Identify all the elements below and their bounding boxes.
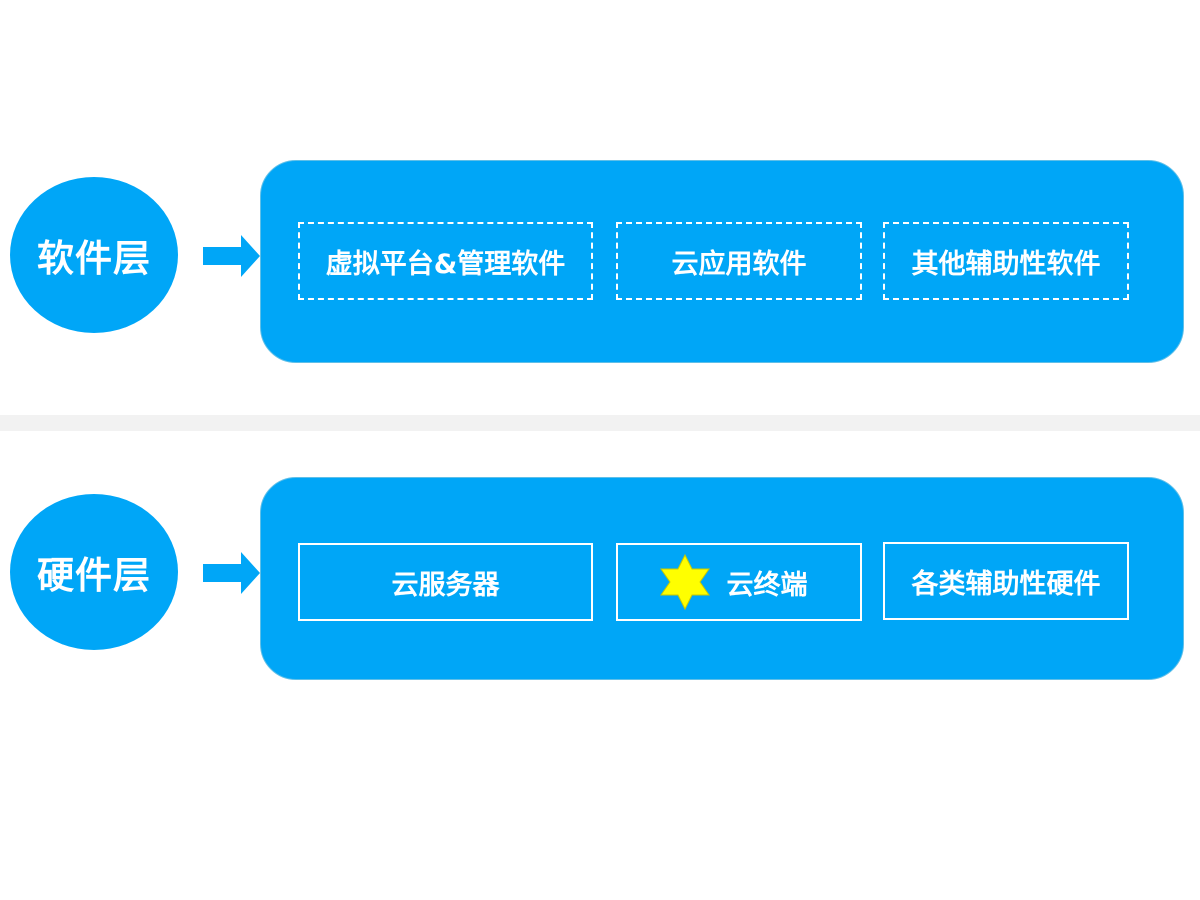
star-icon (659, 553, 710, 611)
hardware-layer-label: 硬件层 (10, 494, 178, 650)
layer-divider (0, 415, 1200, 431)
software-item: 虚拟平台&管理软件 (298, 222, 593, 300)
hardware-item-label: 云终端 (726, 569, 808, 601)
arrow-right-icon (203, 235, 260, 277)
software-item-label: 虚拟平台&管理软件 (325, 248, 566, 280)
software-layer: 软件层 虚拟平台&管理软件 云应用软件 其他辅助性软件 (0, 160, 1200, 365)
hardware-item-label: 各类辅助性硬件 (911, 568, 1101, 600)
hardware-panel: 云服务器 云终端 各类辅助性硬件 (260, 477, 1184, 680)
arrow-right-icon (203, 552, 260, 594)
software-panel: 虚拟平台&管理软件 云应用软件 其他辅助性软件 (260, 160, 1184, 363)
hardware-item: 云服务器 (298, 543, 593, 621)
hardware-item: 云终端 (616, 543, 862, 621)
software-item-label: 其他辅助性软件 (911, 248, 1101, 280)
software-item: 云应用软件 (616, 222, 862, 300)
software-item: 其他辅助性软件 (883, 222, 1129, 300)
software-item-label: 云应用软件 (671, 248, 807, 280)
hardware-layer: 硬件层 云服务器 云终端 各类辅助性硬件 (0, 477, 1200, 682)
hardware-item-label: 云服务器 (391, 569, 500, 601)
hardware-item: 各类辅助性硬件 (883, 542, 1129, 620)
software-layer-label: 软件层 (10, 177, 178, 333)
